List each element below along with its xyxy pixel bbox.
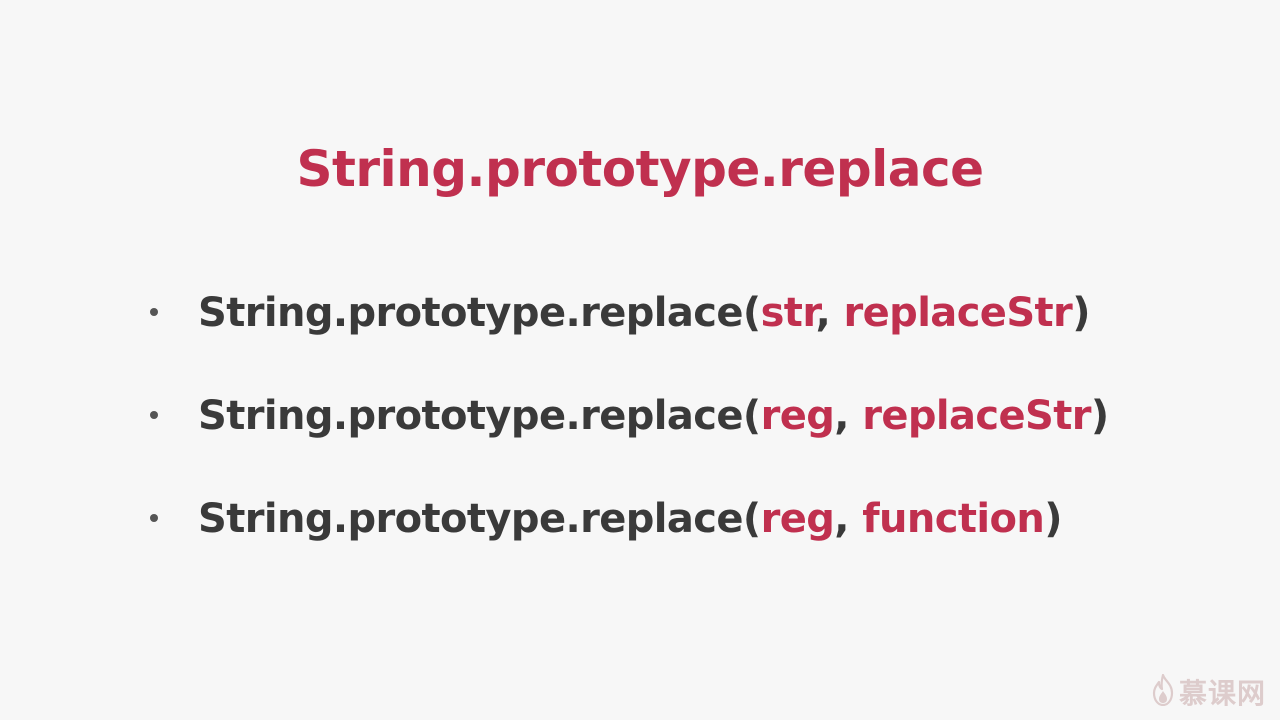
watermark: 慕课网 [1151,672,1266,712]
argument-2: replaceStr [843,290,1073,336]
flame-logo-icon [1151,673,1175,710]
separator: , [815,290,844,336]
method-name: String.prototype.replace( [198,496,761,542]
bullet-text: String.prototype.replace(reg, function) [198,490,1063,548]
slide-title: String.prototype.replace [296,140,984,198]
closing-paren: ) [1072,290,1090,336]
bullet-text: String.prototype.replace(reg, replaceStr… [198,387,1109,445]
argument-1: reg [760,393,835,439]
watermark-text: 慕课网 [1178,677,1266,710]
closing-paren: ) [1044,496,1062,542]
closing-paren: ) [1090,393,1109,439]
bullet-dot [150,514,158,522]
bullet-text: String.prototype.replace(str, replaceStr… [198,284,1090,342]
argument-2: replaceStr [862,393,1091,439]
method-name: String.prototype.replace( [198,290,761,336]
bullet-dot [150,411,158,419]
method-name: String.prototype.replace( [198,393,761,439]
bullet-dot [150,308,158,316]
argument-2: function [862,496,1045,542]
argument-1: reg [760,496,835,542]
separator: , [834,393,863,439]
argument-1: str [760,290,817,336]
separator: , [834,496,863,542]
